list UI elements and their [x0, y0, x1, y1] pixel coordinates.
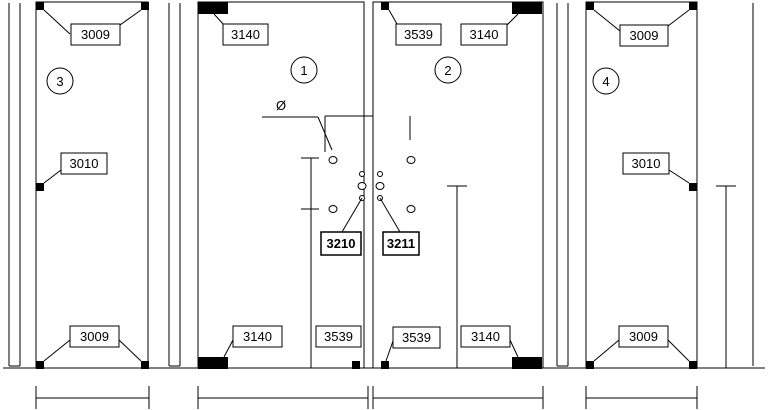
drill-hole: [377, 171, 383, 177]
part-label-box: [460, 325, 511, 348]
panel-number-1: 1: [300, 63, 307, 78]
leader-line: [506, 13, 519, 26]
panel-3: 3009 3 3010 3009: [8, 1, 150, 409]
panel-number-circle: [434, 56, 462, 84]
panel-number-circle: [592, 67, 620, 95]
leader-line: [667, 339, 690, 362]
glass-panel-3: [35, 1, 149, 369]
leader-line: [379, 197, 401, 233]
part-label-3140-bottom: 3140: [471, 329, 500, 344]
patch-fitting: [198, 357, 228, 369]
leader-line: [43, 169, 62, 184]
leader-line: [223, 339, 234, 358]
panel-number-circle: [290, 56, 318, 84]
glass-panel-2: [372, 1, 544, 369]
drill-hole: [328, 156, 338, 164]
part-label-3140-bottom: 3140: [243, 329, 272, 344]
panel-number-3: 3: [56, 74, 63, 89]
panel-number-2: 2: [444, 63, 451, 78]
part-label-3009-top: 3009: [81, 27, 110, 42]
panel-1: 3140 1 Ø 3210 3140 3539: [168, 1, 415, 409]
leader-line: [667, 9, 690, 27]
part-label-box: [618, 325, 669, 348]
fitting-marker: [141, 361, 149, 369]
drill-hole: [357, 182, 367, 190]
part-label-3009-bottom: 3009: [80, 329, 109, 344]
part-label-box: [320, 231, 362, 256]
fitting-marker: [36, 361, 44, 369]
leader-line: [213, 13, 225, 26]
panel-2: 3539 3140 2 3211 3539 3140: [372, 1, 544, 409]
part-label-3140-top: 3140: [231, 27, 260, 42]
part-label-3010: 3010: [632, 156, 661, 171]
fitting-marker: [689, 183, 697, 191]
panel-4: 3009 4 3010 3009: [556, 1, 754, 409]
part-label-box: [619, 24, 669, 47]
part-label-3140-top: 3140: [470, 27, 499, 42]
fitting-marker: [36, 183, 44, 191]
drill-hole: [328, 205, 338, 213]
fitting-marker: [381, 361, 389, 369]
part-label-box: [395, 23, 442, 46]
part-label-3009-top: 3009: [630, 28, 659, 43]
leader-line: [119, 9, 142, 26]
drill-hole: [375, 182, 385, 190]
fitting-marker: [586, 361, 594, 369]
fitting-marker: [689, 2, 697, 10]
part-label-box: [232, 325, 283, 348]
part-label-box: [460, 23, 508, 46]
glass-panel-1: [197, 1, 365, 369]
fitting-marker: [352, 361, 360, 369]
part-label-box: [382, 231, 420, 256]
part-label-3010: 3010: [70, 156, 99, 171]
leader-line: [43, 339, 71, 362]
leader-line: [593, 339, 620, 362]
part-label-box: [315, 325, 362, 348]
part-label-3539-bottom: 3539: [324, 329, 353, 344]
part-label-3539-top: 3539: [404, 27, 433, 42]
fitting-marker: [36, 2, 44, 10]
leader-line: [593, 9, 621, 32]
part-label-box: [60, 152, 108, 175]
leader-line: [388, 9, 398, 25]
patch-fitting: [512, 357, 542, 369]
leader-line: [118, 339, 142, 362]
part-label-box: [392, 326, 441, 349]
leader-line: [668, 169, 690, 184]
panel-number-4: 4: [602, 74, 609, 89]
drill-hole: [406, 205, 416, 213]
part-label-box: [70, 23, 121, 46]
part-label-3009-bottom: 3009: [629, 329, 658, 344]
fitting-marker: [141, 2, 149, 10]
patch-fitting: [512, 2, 542, 14]
part-label-3539-bottom: 3539: [402, 330, 431, 345]
part-label-3211: 3211: [387, 236, 415, 251]
diameter-symbol: Ø: [276, 98, 286, 113]
fitting-marker: [689, 361, 697, 369]
leader-line: [509, 339, 519, 358]
part-label-box: [222, 23, 269, 46]
part-label-3210: 3210: [327, 236, 356, 251]
fitting-marker: [586, 2, 594, 10]
leader-line: [43, 9, 71, 35]
fitting-marker: [381, 2, 389, 10]
patch-fitting: [198, 2, 228, 14]
glass-panel-4: [585, 1, 698, 369]
part-label-box: [622, 152, 670, 175]
leader-line: [341, 197, 363, 233]
panel-number-circle: [46, 67, 74, 95]
part-label-box: [69, 325, 120, 348]
leader-line: [385, 340, 394, 362]
drill-hole: [359, 171, 365, 177]
drill-hole: [406, 156, 416, 164]
